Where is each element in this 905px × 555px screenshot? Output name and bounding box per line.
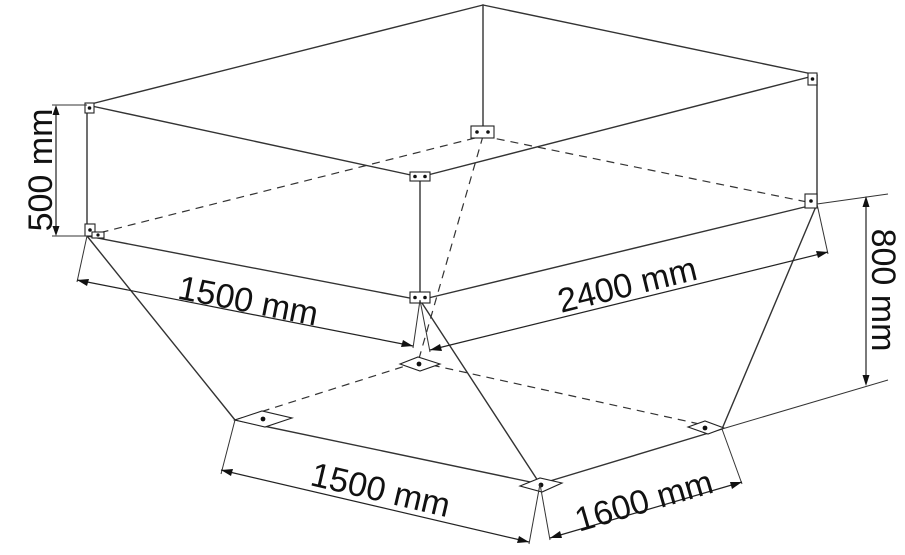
bracket-top-left (84, 102, 95, 114)
hopper-left-edge (86, 235, 236, 421)
top-side-length-label: 2400 mm (554, 250, 701, 321)
outlet-front-left-edge (234, 419, 541, 485)
hidden-back-right-edge (482, 135, 818, 205)
dim-height-bottom: 800 mm (721, 193, 902, 430)
dim-bottom-side-length: 1600 mm (539, 428, 743, 541)
corner-brackets (84, 72, 818, 304)
height-top-label: 500 mm (22, 109, 60, 232)
hopper-edges (86, 135, 818, 485)
outlet-front-right-edge (539, 428, 723, 485)
dim-top-front-width: 1500 mm (76, 235, 421, 349)
bracket-bottom-left (84, 223, 105, 239)
plate-left (232, 410, 295, 428)
top-front-left-edge (86, 104, 421, 178)
top-back-left-edge (86, 4, 484, 106)
bracket-bottom-right (804, 193, 818, 209)
bottom-front-right-edge (419, 203, 818, 301)
top-front-right-edge (419, 74, 818, 178)
dim-bottom-front-width: 1500 mm (220, 419, 541, 545)
height-bottom-label: 800 mm (864, 229, 902, 352)
outlet-plates (232, 356, 726, 493)
bracket-back-middle (470, 125, 495, 139)
bottom-front-width-label: 1500 mm (307, 456, 454, 525)
bracket-top-right (807, 72, 818, 86)
outlet-back-left-edge (234, 361, 419, 421)
plate-back (398, 356, 442, 372)
hidden-back-left-edge (86, 135, 484, 237)
hopper-back-edge (417, 135, 484, 363)
dim-height-top: 500 mm (22, 104, 87, 237)
upper-box-edges (86, 4, 818, 301)
bracket-top-front (409, 171, 431, 182)
top-back-right-edge (482, 4, 818, 76)
bottom-side-length-label: 1600 mm (571, 463, 718, 539)
hopper-front-edge (419, 299, 541, 485)
bottom-front-left-edge (86, 235, 421, 301)
outlet-back-right-edge (417, 361, 723, 430)
dim-top-side-length: 2400 mm (419, 203, 829, 353)
hopper-right-edge (721, 203, 818, 430)
top-front-width-label: 1500 mm (175, 269, 321, 334)
upper-box-hidden-edges (86, 135, 818, 237)
